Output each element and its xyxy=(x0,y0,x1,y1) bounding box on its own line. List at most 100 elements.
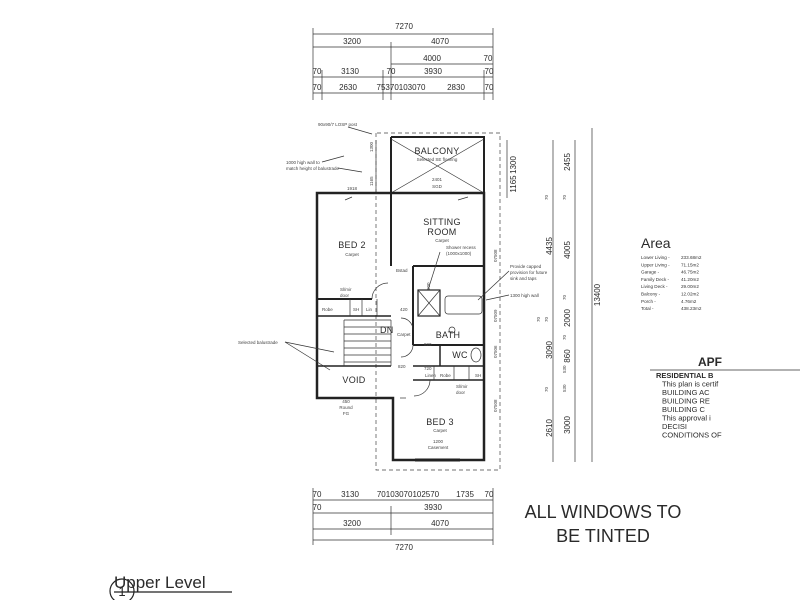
slimir-1: Sl/mir xyxy=(340,287,352,292)
dim-top-r5d: 2830 xyxy=(447,83,465,92)
dim-small-5: 70 xyxy=(562,294,567,300)
room-bed2: BED 2 xyxy=(338,240,366,250)
provide-note-2: provision for future xyxy=(510,270,548,275)
carpet-hall: Carpet xyxy=(397,332,411,337)
area-row-label: Family Deck - xyxy=(641,277,670,282)
dn-label: DN xyxy=(380,325,394,335)
dim-top-r4c: 70 xyxy=(387,67,396,76)
area-row-label: Living Deck - xyxy=(641,284,668,289)
dim-top-r5a: 70 xyxy=(313,83,322,92)
dim-600: 600 xyxy=(426,282,431,290)
area-row-value: 29.00m2 xyxy=(681,284,699,289)
provide-note-1: Provide capped xyxy=(510,264,542,269)
area-row-value: 12.02m2 xyxy=(681,292,699,297)
dim-right-4005: 4005 xyxy=(563,241,572,259)
room-balcony: BALCONY xyxy=(414,146,459,156)
dim-bot-r1e: 70 xyxy=(485,490,494,499)
room-wc: WC xyxy=(452,350,468,360)
stamp-line: This approval i xyxy=(662,414,711,423)
balustrade-note: Selected balustrade xyxy=(238,340,278,345)
dim-right-1300: 1300 xyxy=(509,156,518,174)
dim-small-3: 70 xyxy=(536,316,541,322)
slimir-3: Sl/mir xyxy=(456,384,468,389)
area-title: Area xyxy=(641,235,671,251)
dim-top-r4e: 70 xyxy=(485,67,494,76)
wall-tag-2: 07509 xyxy=(493,309,498,322)
dim-right-860: 860 xyxy=(563,349,572,363)
dim-top-r4a: 70 xyxy=(313,67,322,76)
dim-right-1165: 1165 xyxy=(509,175,518,193)
dim-right-2000: 2000 xyxy=(563,309,572,327)
building-walls xyxy=(315,132,501,471)
round-1: 450 xyxy=(342,399,350,404)
casement-1: 1200 xyxy=(433,439,444,444)
stamp-line: CONDITIONS OF xyxy=(662,431,722,440)
lin-label: Lin xyxy=(366,307,373,312)
dim-bot-r3b: 4070 xyxy=(431,519,449,528)
dim-small-6: 70 xyxy=(562,334,567,340)
dim-bot-r1a: 70 xyxy=(313,490,322,499)
stairs xyxy=(343,319,392,366)
sh-label: SH xyxy=(353,307,359,312)
dim-small-9: 530 xyxy=(562,384,567,392)
top-dimensions: 7270 3200 4070 4000 70 70 3130 70 3930 7… xyxy=(313,22,494,100)
wall-tag-3: 07506 xyxy=(493,345,498,358)
area-row-label: Balcony - xyxy=(641,292,661,297)
stamp-line: DECISI xyxy=(662,422,687,431)
windows-note: ALL WINDOWS TO BE TINTED xyxy=(525,502,682,546)
room-sitting-1: SITTING xyxy=(423,217,461,227)
room-bed3: BED 3 xyxy=(426,417,454,427)
dim-small-1: 70 xyxy=(544,194,549,200)
dim-top-r5e: 70 xyxy=(485,83,494,92)
area-row-label: Total - xyxy=(641,306,654,311)
dim-small-8: 70 xyxy=(544,386,549,392)
view-number-circle xyxy=(109,578,135,600)
dim-bot-r2b: 3930 xyxy=(424,503,442,512)
room-bath: BATH xyxy=(436,330,461,340)
stamp-line: This plan is certif xyxy=(662,380,719,389)
slimir-4: door xyxy=(456,390,466,395)
room-sitting-sub: Carpet xyxy=(435,238,449,243)
area-row-label: Upper Living - xyxy=(641,262,670,267)
dim-right-13400: 13400 xyxy=(593,283,602,306)
shower-note-1: Shower recess xyxy=(446,245,477,250)
dim-top-r2a: 3200 xyxy=(343,37,361,46)
room-balcony-sub: Selected SE flooring xyxy=(417,157,458,162)
room-void: VOID xyxy=(342,375,365,385)
dim-top-overall: 7270 xyxy=(395,22,413,31)
dim-bot-overall: 7270 xyxy=(395,543,413,552)
sgd-dim: 2401 xyxy=(432,177,443,182)
dim-bot-r3a: 3200 xyxy=(343,519,361,528)
area-row-value: 438.23m2 xyxy=(681,306,702,311)
area-row-label: Lower Living - xyxy=(641,255,670,260)
dim-small-2: 70 xyxy=(562,194,567,200)
robe-label: Robe xyxy=(322,307,333,312)
windows-note-1: ALL WINDOWS TO xyxy=(525,502,682,522)
wall-tag-4: 07508 xyxy=(493,399,498,412)
dim-top-r4b: 3130 xyxy=(341,67,359,76)
round-3: FG xyxy=(343,411,350,416)
dim-bot-r2a: 70 xyxy=(313,503,322,512)
dim-right-4435: 4435 xyxy=(545,237,554,255)
stamp-line: BUILDING C xyxy=(662,405,706,414)
dim-820: 820 xyxy=(424,342,432,347)
dim-small-4: 70 xyxy=(544,316,549,322)
room-bed2-sub: Carpet xyxy=(345,252,359,257)
dim-bot-r1d: 1735 xyxy=(456,490,474,499)
area-row-value: 41.20m2 xyxy=(681,277,699,282)
dim-bot-r1b: 3130 xyxy=(341,490,359,499)
area-row-value: 46.75m2 xyxy=(681,270,699,275)
view-title: 1 Upper Level xyxy=(109,573,232,600)
room-sitting-2: ROOM xyxy=(427,227,456,237)
dim-left-1165: 1165 xyxy=(369,176,374,186)
room-labels: BALCONY Selected SE flooring 2401 SGD SI… xyxy=(238,146,548,450)
dim-top-r5c: 75370103070 xyxy=(377,83,426,92)
dim-420: 420 xyxy=(400,307,408,312)
dim-left-1918: 1918 xyxy=(347,186,358,191)
view-title-text: Upper Level xyxy=(114,573,206,592)
sh-label-2: SH xyxy=(475,373,481,378)
robe-label-2: Robe xyxy=(440,373,451,378)
